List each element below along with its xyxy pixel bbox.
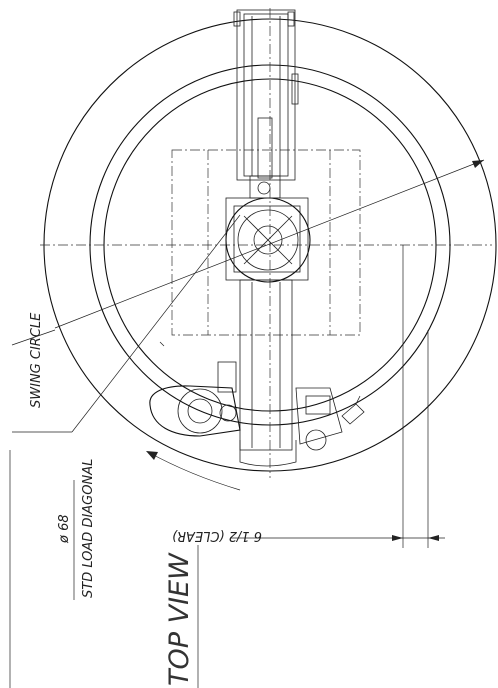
top-view-title: TOP VIEW bbox=[164, 552, 195, 686]
mast-boom bbox=[233, 9, 299, 181]
lower-carriage bbox=[217, 279, 297, 467]
diameter-label: ø 68 bbox=[57, 514, 72, 544]
clearance-label: 6 1/2 (CLEAR) bbox=[172, 528, 262, 543]
swing-circle-label: SWING CIRCLE bbox=[29, 312, 44, 408]
diagonal-dimension bbox=[12, 159, 485, 433]
swing-circle-leader bbox=[11, 329, 56, 346]
std-load-diagonal-label: STD LOAD DIAGONAL bbox=[81, 459, 96, 598]
rotation-arrow bbox=[146, 451, 241, 491]
turret bbox=[225, 175, 311, 283]
load-square bbox=[171, 149, 361, 336]
clearance-dimension bbox=[230, 245, 445, 548]
winch-assembly bbox=[149, 385, 365, 451]
